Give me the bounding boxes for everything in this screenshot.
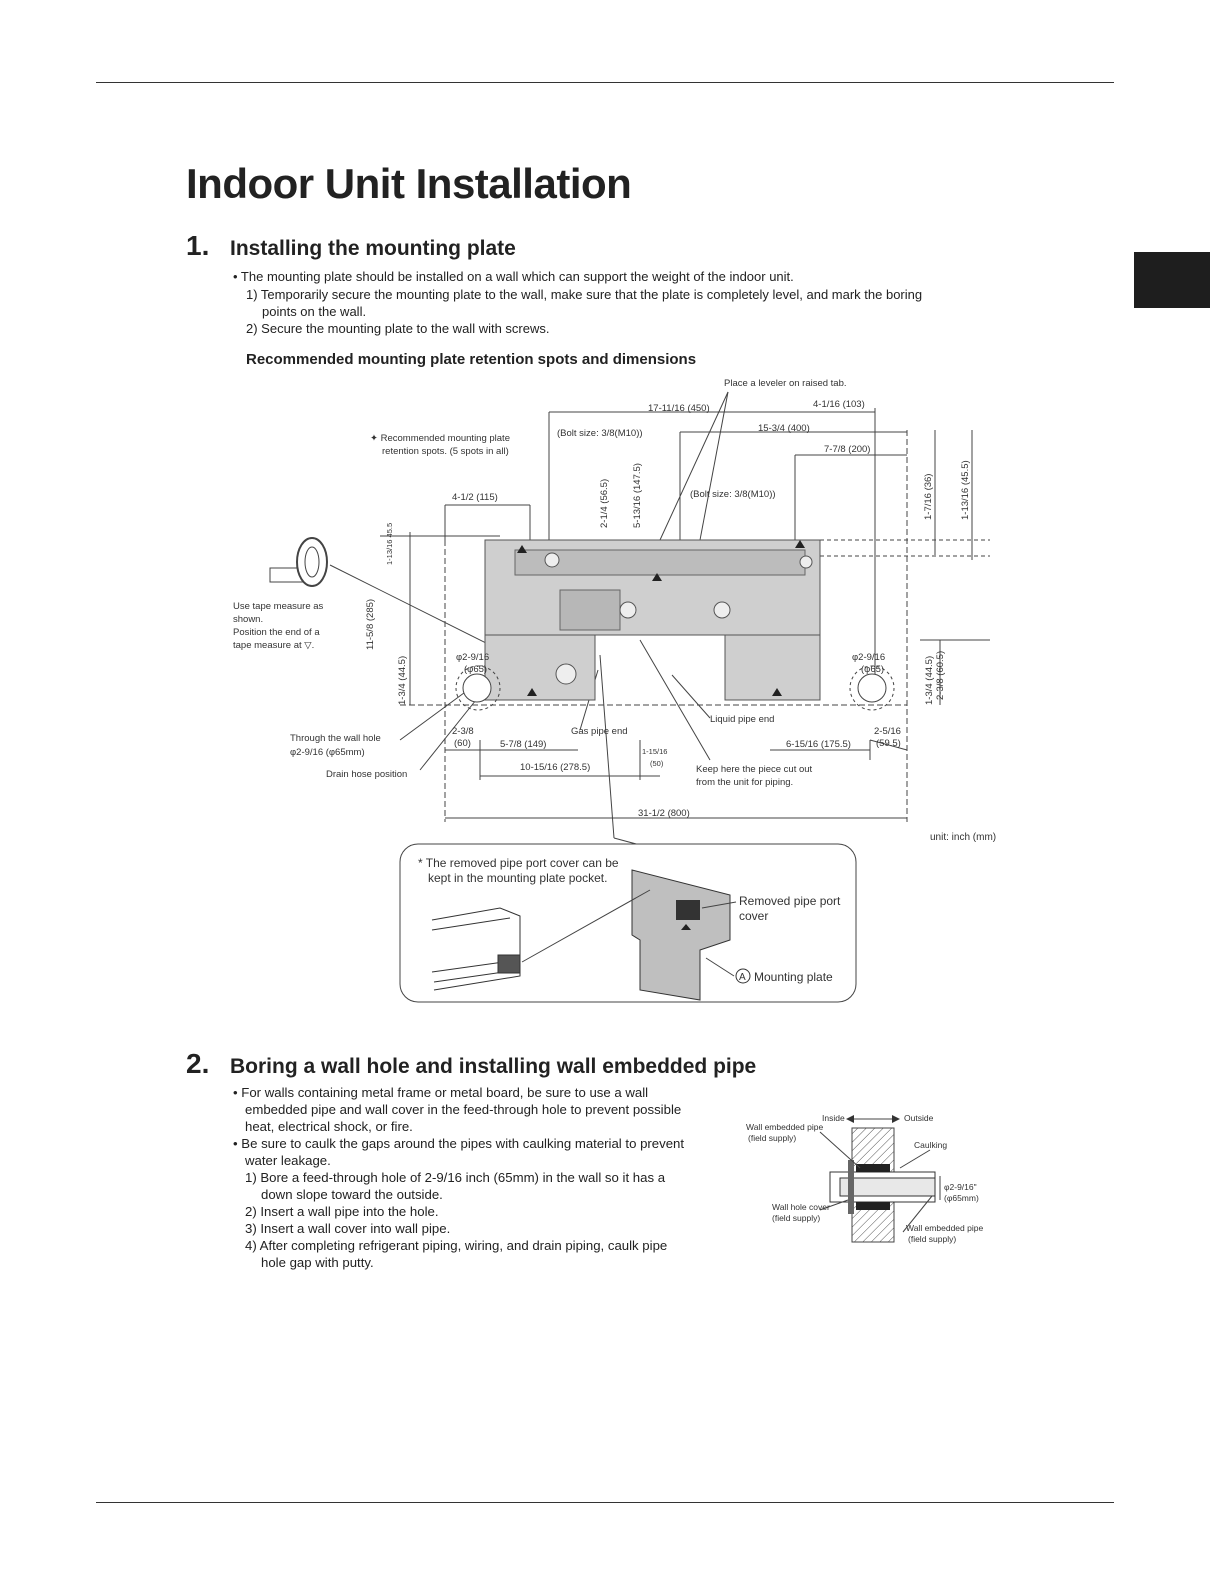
step-1-line-1: 1) Bore a feed-through hole of 2-9/16 in…: [245, 1170, 666, 1185]
hole-left-size: φ2-9/16: [456, 652, 489, 663]
dim-50-bottom: (50): [650, 759, 664, 768]
wall-hole-label-2: φ2-9/16 (φ65mm): [290, 747, 365, 758]
caulking-label: Caulking: [914, 1140, 947, 1150]
leveler-label: Place a leveler on raised tab.: [724, 378, 847, 389]
removed-cover-label-1: Removed pipe port: [739, 894, 841, 908]
bottom-rule: [96, 1502, 1114, 1503]
diagram-subheading: Recommended mounting plate retention spo…: [246, 351, 697, 368]
step-3: 3) Insert a wall cover into wall pipe.: [245, 1221, 451, 1236]
bullet-2-line-2: water leakage.: [245, 1153, 331, 1168]
section-2-header: 2. Boring a wall hole and installing wal…: [186, 1048, 756, 1080]
dim-285: 11-5/8 (285): [365, 599, 376, 650]
dim-44-5-left: 1-3/4 (44.5): [397, 656, 408, 705]
dim-60-5: 2-3/8 (60.5): [935, 651, 946, 700]
section-1-title: Installing the mounting plate: [230, 237, 516, 260]
outside-label: Outside: [904, 1113, 934, 1123]
dim-60-bottom: (60): [454, 738, 471, 749]
dim-59-5-top: 2-5/16: [874, 726, 901, 737]
section-tab-marker: [1134, 252, 1210, 308]
keep-piece-label-1: Keep here the piece cut out: [696, 764, 813, 775]
dim-800: 31-1/2 (800): [638, 808, 690, 819]
tape-note-4: tape measure at ▽.: [233, 640, 314, 651]
tape-note-2: shown.: [233, 614, 263, 625]
dim-149: 5-7/8 (149): [500, 739, 546, 750]
section-2-text: • For walls containing metal frame or me…: [233, 1084, 733, 1271]
dim-103: 4-1/16 (103): [813, 399, 865, 410]
dim-200: 7-7/8 (200): [824, 444, 870, 455]
pipe-diameter-label-1: φ2-9/16": [944, 1182, 977, 1192]
keep-piece-label-2: from the unit for piping.: [696, 777, 793, 788]
dim-50-top: 1-15/16: [642, 747, 667, 756]
section-2-number: 2.: [186, 1048, 210, 1079]
bullet-2-line-1: • Be sure to caulk the gaps around the p…: [233, 1136, 685, 1151]
embedded-pipe-label-2: (field supply): [748, 1133, 796, 1143]
section-1-step-2: 2) Secure the mounting plate to the wall…: [246, 321, 550, 336]
dim-147-5: 5-13/16 (147.5): [632, 463, 643, 528]
bolt-size-left: (Bolt size: 3/8(M10)): [557, 428, 643, 439]
wall-hole-cover-label-1: Wall hole cover: [772, 1202, 830, 1212]
retention-label-1: ✦ Recommended mounting plate: [370, 433, 510, 444]
section-1-number: 1.: [186, 230, 210, 261]
dim-45-5: 1-13/16 (45.5): [960, 460, 971, 520]
wall-hole-label-1: Through the wall hole: [290, 733, 381, 744]
dim-left-45-5: 1-13/16 45.5: [385, 523, 394, 565]
tape-note-1: Use tape measure as: [233, 601, 324, 612]
section-1-step-1: 1) Temporarily secure the mounting plate…: [246, 287, 923, 302]
section-1-bullet: • The mounting plate should be installed…: [233, 269, 794, 284]
bullet-1-line-1: • For walls containing metal frame or me…: [233, 1085, 649, 1100]
step-4-line-1: 4) After completing refrigerant piping, …: [245, 1238, 668, 1253]
bolt-size-right: (Bolt size: 3/8(M10)): [690, 489, 776, 500]
bullet-1-line-2: embedded pipe and wall cover in the feed…: [245, 1102, 682, 1117]
pipe-diameter-label-2: (φ65mm): [944, 1193, 979, 1203]
dim-450: 17-11/16 (450): [648, 403, 710, 414]
callout-note-2: kept in the mounting plate pocket.: [428, 871, 607, 885]
embedded-pipe-out-label-1: Wall embedded pipe: [906, 1223, 983, 1233]
gas-pipe-label: Gas pipe end: [571, 726, 628, 737]
section-2-title: Boring a wall hole and installing wall e…: [230, 1055, 757, 1078]
dim-44-5-right: 1-3/4 (44.5): [924, 656, 935, 705]
mounting-plate-label: Mounting plate: [754, 970, 833, 984]
bullet-1-line-3: heat, electrical shock, or fire.: [245, 1119, 413, 1134]
unit-note: unit: inch (mm): [930, 832, 996, 843]
section-1-header: 1. Installing the mounting plate: [186, 230, 516, 262]
dim-59-5-bottom: (59.5): [876, 738, 901, 749]
step-1-line-2: down slope toward the outside.: [261, 1187, 443, 1202]
dim-56-5: 2-1/4 (56.5): [599, 479, 610, 528]
dim-175-5: 6-15/16 (175.5): [786, 739, 851, 750]
dim-36: 1-7/16 (36): [923, 474, 934, 520]
tape-note-3: Position the end of a: [233, 627, 320, 638]
hole-left-mm: (φ65): [464, 664, 487, 675]
section-1-step-1-cont: points on the wall.: [262, 304, 367, 319]
step-2: 2) Insert a wall pipe into the hole.: [245, 1204, 439, 1219]
dim-400: 15-3/4 (400): [758, 423, 810, 434]
step-4-line-2: hole gap with putty.: [261, 1255, 374, 1270]
liquid-pipe-label: Liquid pipe end: [710, 714, 774, 725]
dim-60-top: 2-3/8: [452, 726, 474, 737]
callout-note-1: * The removed pipe port cover can be: [418, 856, 619, 870]
dim-278-5: 10-15/16 (278.5): [520, 762, 590, 773]
embedded-pipe-label-1: Wall embedded pipe: [746, 1122, 823, 1132]
wall-hole-cover-label-2: (field supply): [772, 1213, 820, 1223]
retention-label-2: retention spots. (5 spots in all): [382, 446, 509, 457]
top-rule: [96, 82, 1114, 83]
embedded-pipe-out-label-2: (field supply): [908, 1234, 956, 1244]
inside-label: Inside: [822, 1113, 845, 1123]
hole-right-mm: (φ65): [861, 664, 884, 675]
removed-cover-label-2: cover: [739, 909, 768, 923]
dim-115: 4-1/2 (115): [452, 492, 498, 503]
plate-letter: A: [739, 972, 746, 983]
hole-right-size: φ2-9/16: [852, 652, 885, 663]
drain-hose-label: Drain hose position: [326, 769, 407, 780]
page-title: Indoor Unit Installation: [186, 160, 632, 207]
